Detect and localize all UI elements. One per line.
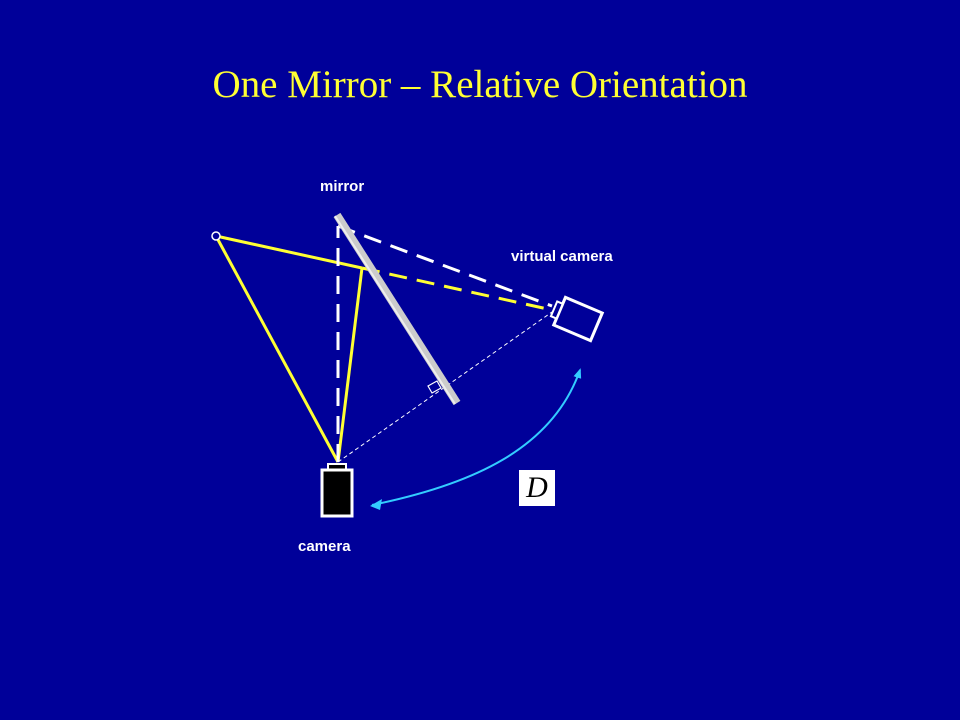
- ray-mirror-to-camera: [336, 267, 364, 463]
- mirror-label: mirror: [320, 178, 365, 195]
- ray-virtual-dashed: [361, 266, 553, 312]
- virtual-sight-line: [337, 224, 553, 308]
- transform-arrow-start-head: [370, 499, 382, 510]
- mirror: [333, 212, 461, 406]
- right-angle-marker: [427, 380, 442, 394]
- camera-label: camera: [298, 538, 351, 555]
- virtual-camera-label: virtual camera: [511, 248, 613, 265]
- scene-point: [211, 231, 221, 241]
- mirror-highlight: [334, 215, 456, 405]
- camera-icon: [320, 463, 354, 518]
- virtual-camera-icon: [549, 295, 605, 343]
- slide-title: One Mirror – Relative Orientation: [212, 63, 748, 106]
- transform-arrow: [371, 368, 582, 506]
- transform-symbol: D: [519, 470, 555, 506]
- ray-point-to-mirror: [215, 234, 363, 270]
- baseline-dashed: [337, 311, 553, 463]
- ray-point-to-camera: [214, 235, 340, 463]
